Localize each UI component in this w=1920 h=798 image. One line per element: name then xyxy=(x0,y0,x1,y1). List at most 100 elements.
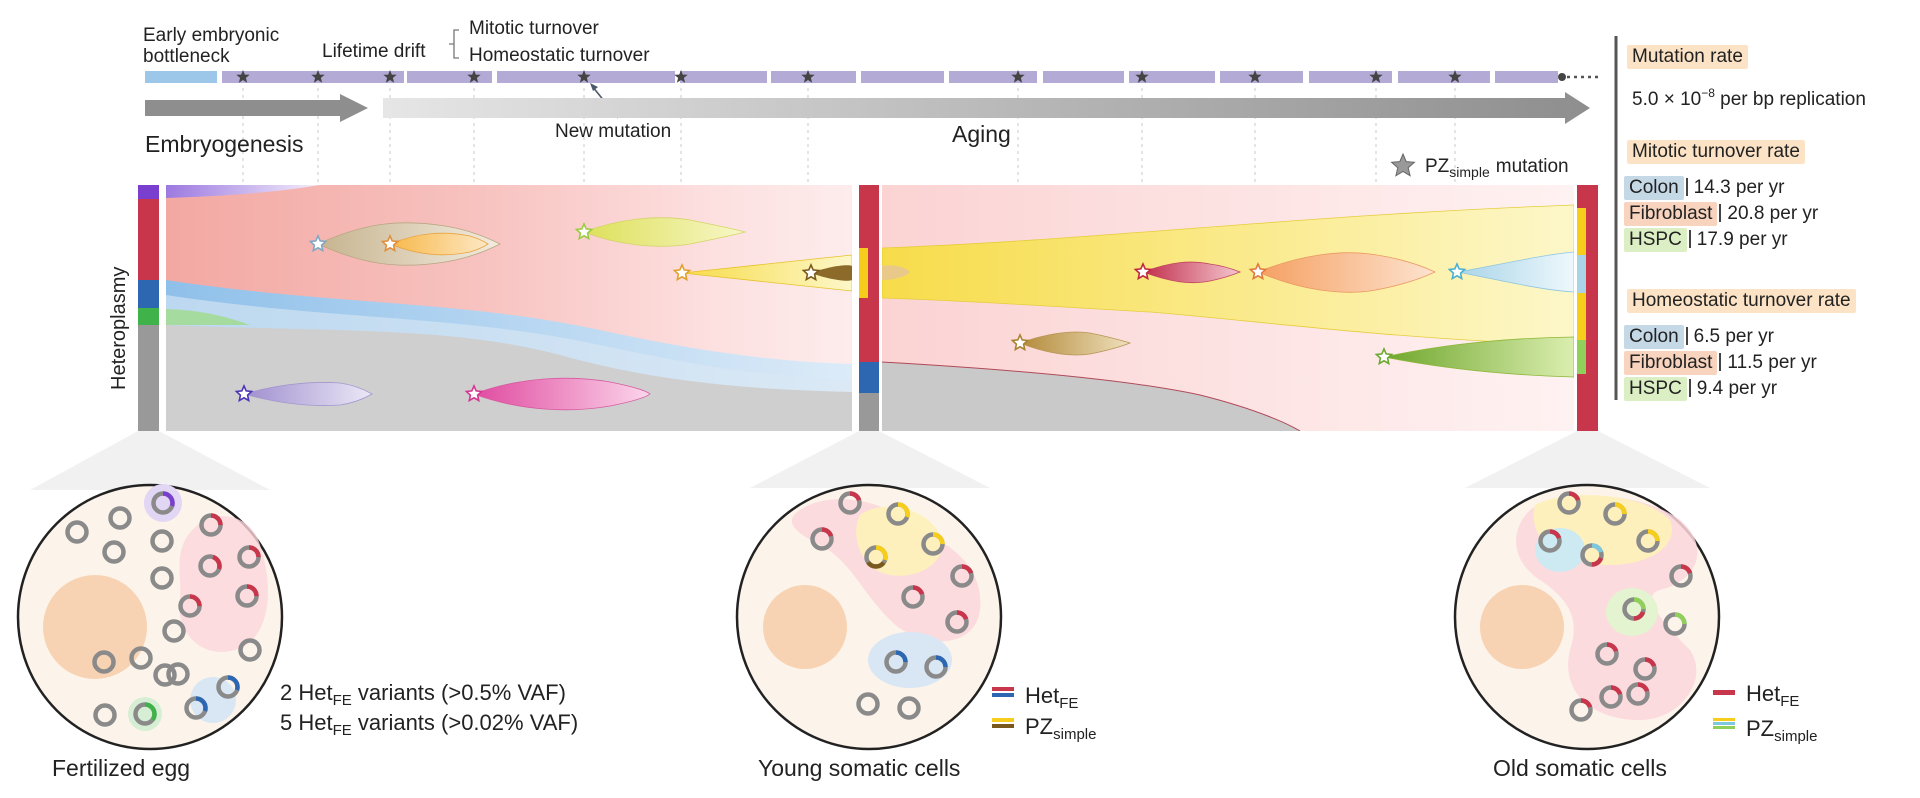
drift-segment xyxy=(861,71,944,83)
old-legend-pz-sub: simple xyxy=(1774,728,1817,745)
new-mutation-label: New mutation xyxy=(555,121,671,142)
homeostatic-fibroblast-value: 11.5 per yr xyxy=(1727,352,1817,373)
homeostatic-rate-title: Homeostatic turnover rate xyxy=(1627,289,1856,313)
old-legend-pz-prefix: PZ xyxy=(1746,716,1774,741)
mutation-rate-mantissa: 5.0 × 10 xyxy=(1632,89,1702,110)
clone-mutation-star-icon xyxy=(1447,262,1467,281)
young-legend-pz-swatch-brown xyxy=(992,724,1014,728)
timeline-star-icon xyxy=(236,70,250,83)
pz-mutation-legend-suffix: mutation xyxy=(1496,156,1569,177)
drift-segment xyxy=(222,71,404,83)
timeline-star-icon xyxy=(577,70,591,83)
young-legend-pz-prefix: PZ xyxy=(1025,714,1053,739)
mitochondrion-ring xyxy=(150,566,174,590)
mitochondria-rings xyxy=(65,491,1693,727)
homeostatic-turnover-label: Homeostatic turnover xyxy=(469,45,650,66)
mitochondrion-ring xyxy=(216,675,240,699)
mitotic-hspc-tissue: HSPC xyxy=(1624,228,1687,252)
mitochondrion-ring xyxy=(921,532,945,556)
young-legend-pz-sub: simple xyxy=(1053,726,1096,743)
drift-segment xyxy=(680,71,767,83)
clone-mutation-star-icon xyxy=(308,234,328,253)
egg-note-line2: 5 HetFE variants (>0.02% VAF) xyxy=(280,710,578,739)
mitochondrion-ring xyxy=(108,506,132,530)
mitochondrion-ring xyxy=(184,696,208,720)
aging-arrow xyxy=(383,92,1590,124)
drift-bracket xyxy=(449,29,459,59)
drift-segment xyxy=(1398,71,1490,83)
homeostatic-hspc-tissue: HSPC xyxy=(1624,377,1687,401)
egg-note-line2-sub: FE xyxy=(333,722,352,739)
mitochondrion-ring xyxy=(950,564,974,588)
pz-mutation-legend-prefix: PZ xyxy=(1425,156,1450,177)
timeline-star-icon xyxy=(1135,70,1149,83)
old-legend-het-prefix: Het xyxy=(1746,681,1780,706)
drift-segment xyxy=(1220,71,1303,83)
timeline-mutation-stars xyxy=(236,70,1462,83)
mitochondrion-ring xyxy=(1633,657,1657,681)
clone-mutation-star-icon xyxy=(574,222,594,241)
clone-mutation-star-icon xyxy=(801,263,821,282)
young-funnel xyxy=(750,431,990,488)
clone-mutation-star-icon xyxy=(234,384,254,403)
early-bottleneck-label: Early embryonic xyxy=(143,25,279,46)
young-legend-pz-swatch-yellow xyxy=(992,718,1014,722)
egg-funnel xyxy=(30,431,270,490)
old-cells-caption: Old somatic cells xyxy=(1493,755,1667,781)
mitochondrion-ring xyxy=(1663,612,1687,636)
drift-segment xyxy=(771,71,856,83)
mitochondrion-ring xyxy=(1569,698,1593,722)
homeostatic-colon-value: 6.5 per yr xyxy=(1693,326,1774,347)
mitotic-hspc-value: 17.9 per yr xyxy=(1696,229,1788,250)
timeline-star-icon xyxy=(1448,70,1462,83)
mitochondrion-ring xyxy=(864,545,888,569)
mitochondrion-ring xyxy=(237,545,261,569)
drift-segment xyxy=(1129,71,1215,83)
young-legend-het: HetFE xyxy=(1025,683,1078,712)
mitochondrion-ring xyxy=(897,696,921,720)
young-cells-caption: Young somatic cells xyxy=(758,755,960,781)
mitotic-rate-title: Mitotic turnover rate xyxy=(1627,140,1805,164)
young-somatic-cell xyxy=(735,483,1003,751)
mitochondrion-ring xyxy=(1580,543,1604,567)
egg-note-line1-prefix: 2 Het xyxy=(280,680,333,705)
mitochondrion-ring xyxy=(151,491,175,515)
young-legend-het-swatch-blue xyxy=(992,693,1014,697)
mitochondrion-ring xyxy=(1622,597,1646,621)
mitochondrion-ring xyxy=(1636,529,1660,553)
clone-mutation-star-icon xyxy=(1374,347,1394,366)
mitochondrion-ring xyxy=(238,638,262,662)
mitochondrion-ring xyxy=(162,619,186,643)
old-legend-pz-swatch-green xyxy=(1713,726,1735,729)
drift-segment xyxy=(1495,71,1558,83)
drift-segment xyxy=(1043,71,1124,83)
embryo-to-young-panel xyxy=(166,185,852,431)
old-funnel xyxy=(1465,431,1710,488)
young-legend-het-sub: FE xyxy=(1059,695,1078,712)
old-legend-pz-swatch-yellow xyxy=(1713,718,1735,721)
mitochondrion-ring xyxy=(856,692,880,716)
mitochondrion-ring xyxy=(1669,564,1693,588)
young-to-old-panel xyxy=(882,185,1574,431)
mitochondrion-ring xyxy=(884,650,908,674)
timeline-star-icon xyxy=(467,70,481,83)
embryogenesis-arrow xyxy=(145,94,368,122)
young-heteroplasmy-bar xyxy=(859,185,879,431)
young-legend: HetFE PZsimple xyxy=(992,683,1096,743)
mitochondrion-ring xyxy=(93,703,117,727)
clone-mutation-star-icon xyxy=(672,263,692,282)
early-bottleneck-label-line2: bottleneck xyxy=(143,46,230,67)
timeline-star-icon xyxy=(1248,70,1262,83)
heteroplasmy-axis-label: Heteroplasmy xyxy=(108,267,130,390)
drift-segment xyxy=(949,71,1037,83)
mitochondrion-ring xyxy=(924,655,948,679)
mitochondrion-ring xyxy=(199,513,223,537)
homeostatic-rate-title-text: Homeostatic turnover rate xyxy=(1627,289,1856,313)
